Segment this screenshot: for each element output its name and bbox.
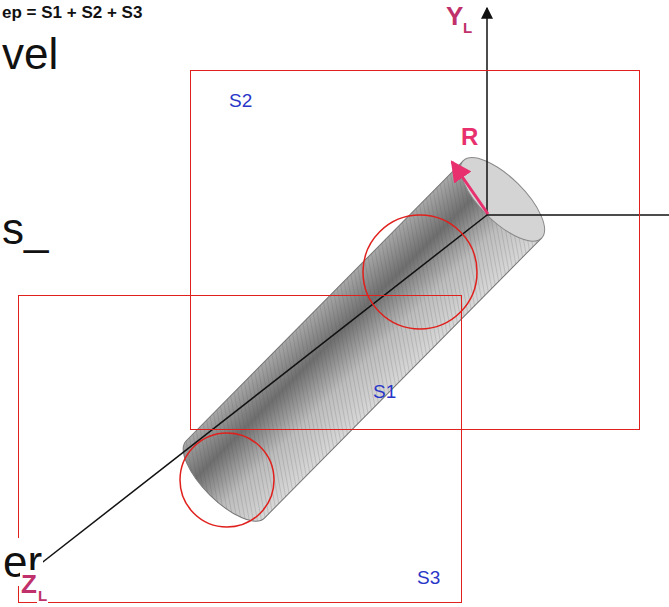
x-axis [487,214,669,216]
y-axis [486,8,488,215]
region-label: S2 [229,91,252,112]
radius-arrow [452,162,488,214]
formula-text: ep = S1 + S2 + S3 [2,4,142,23]
slide-text-fragment: s_ [2,205,48,253]
region-label: S3 [417,568,440,589]
section-circle [363,215,477,329]
slide-text-fragment: vel [2,30,58,78]
axis-label: Y [446,2,463,31]
section-box: S3 [18,295,462,603]
cylinder [171,145,557,534]
axis-subscript: L [463,20,472,37]
section-box: S2 [190,70,640,430]
z-axis [30,215,487,572]
radius-label: R [461,124,478,150]
axis-label: Z [20,570,38,599]
axis-subscript: L [37,588,48,605]
section-circle [180,433,274,527]
region-label: S1 [373,382,396,403]
